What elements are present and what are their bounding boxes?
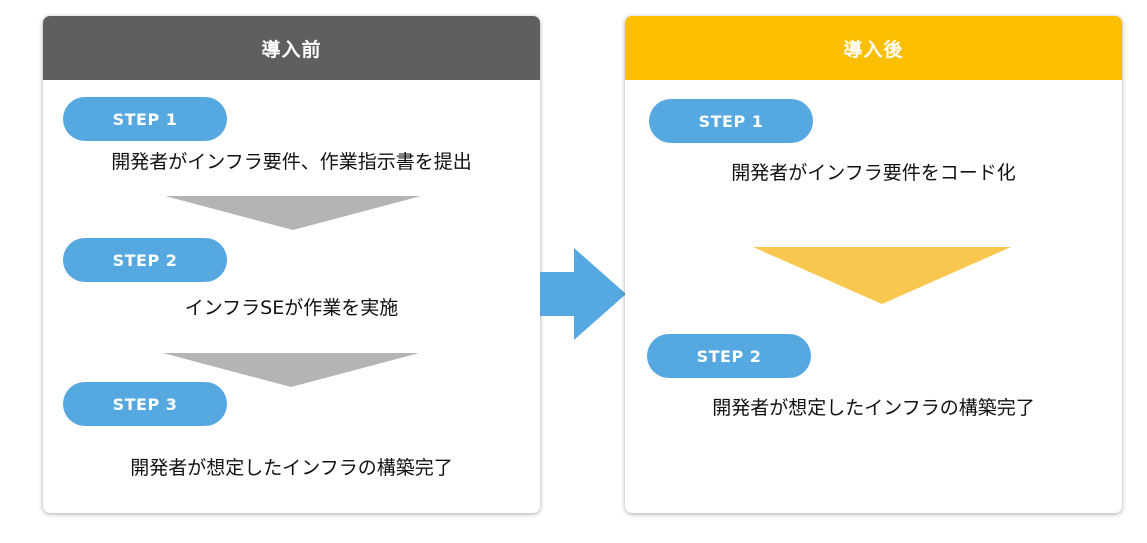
after-panel-header: 導入後 [625, 16, 1122, 80]
before-down-chevron-2 [163, 353, 419, 387]
before-panel-header: 導入前 [43, 16, 540, 80]
after-step-2-badge: STEP 2 [647, 334, 811, 378]
before-step-1-badge: STEP 1 [63, 97, 227, 141]
before-step-3-text: 開発者が想定したインフラの構築完了 [130, 457, 453, 479]
before-step-2-badge: STEP 2 [63, 238, 227, 282]
after-down-chevron [753, 247, 1011, 304]
before-step-2-text: インフラSEが作業を実施 [184, 297, 399, 319]
after-step-2-text: 開発者が想定したインフラの構築完了 [712, 397, 1035, 419]
after-step-1-badge: STEP 1 [649, 99, 813, 143]
after-step-1-text: 開発者がインフラ要件をコード化 [731, 162, 1016, 184]
before-step-3-badge: STEP 3 [63, 382, 227, 426]
before-down-chevron-1 [165, 196, 421, 230]
before-panel: 導入前 STEP 1 開発者がインフラ要件、作業指示書を提出 STEP 2 イン… [43, 16, 540, 513]
right-arrow-icon [540, 248, 626, 340]
after-panel: 導入後 STEP 1 開発者がインフラ要件をコード化 STEP 2 開発者が想定… [625, 16, 1122, 513]
before-step-1-text: 開発者がインフラ要件、作業指示書を提出 [111, 151, 472, 173]
